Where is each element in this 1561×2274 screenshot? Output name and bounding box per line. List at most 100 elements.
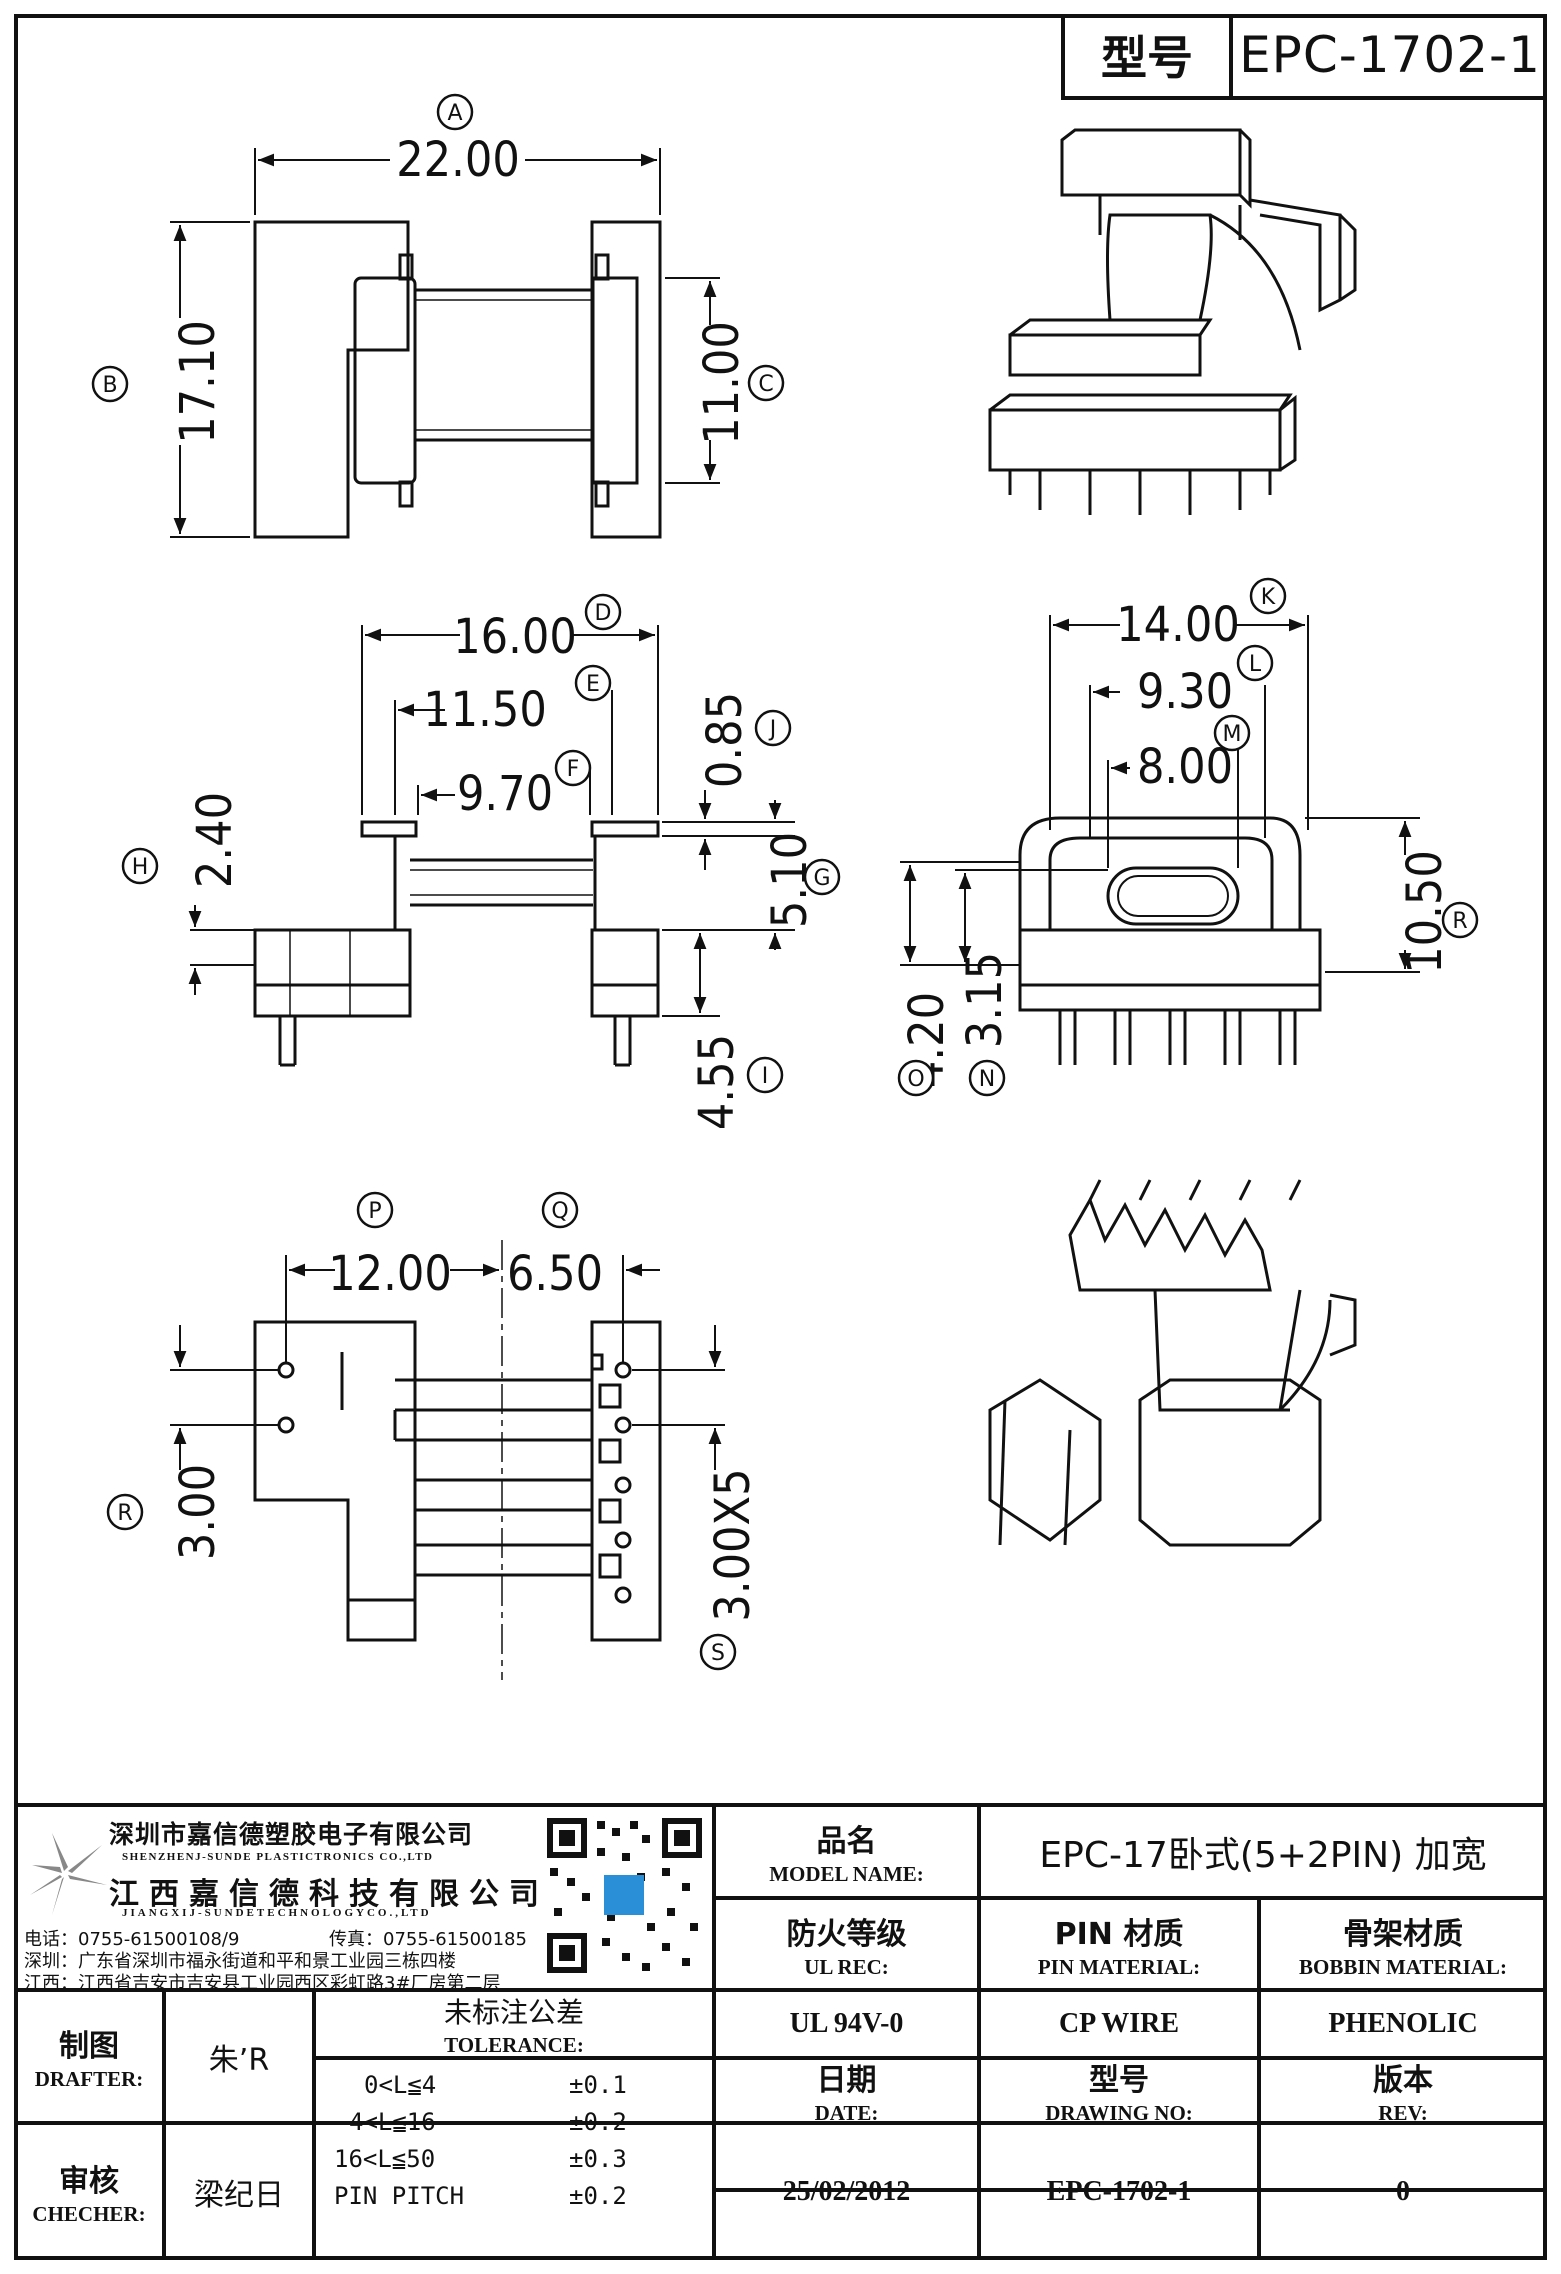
bottom-view [170,1240,725,1680]
tolerance-range-1: 0<L≦4 [364,2071,437,2099]
checker-label: 审核 CHECHER: [32,2164,146,2226]
rev-value: 0 [1396,2175,1410,2207]
dimension-value-s: 3.00X5 [705,1468,761,1621]
company-phone: 电话：0755-61500108/9 [24,1929,240,1950]
dimension-tag-i: I [746,1056,784,1094]
bobbin-material-label: 骨架材质 BOBBIN MATERIAL: [1299,1916,1507,1979]
svg-text:P: P [368,1199,381,1224]
drawing-no-value: EPC-1702-1 [1046,2175,1192,2207]
dimension-tag-p: P [356,1191,394,1229]
drafter-label: 制图 DRAFTER: [34,2029,144,2091]
dimension-tag-o: O [897,1059,935,1097]
dimension-value-d: 16.00 [453,609,577,665]
iso-view-2 [988,1179,1357,1547]
svg-text:C: C [758,372,773,397]
bobbin-material-value: PHENOLIC [1328,2008,1478,2039]
dimension-value-a: 22.00 [396,132,520,188]
company-name-jx: 江西嘉信德科技有限公司 [109,1877,549,1912]
svg-text:I: I [762,1064,769,1089]
dimension-tag-r2: R [106,1493,144,1531]
title-block: 深圳市嘉信德塑胶电子有限公司 SHENZHENJ-SUNDE PLASTICTR… [14,1803,1547,2260]
dimension-tag-d: D [584,593,622,631]
svg-text:H: H [132,855,149,880]
drafter-value: 朱’R [208,2042,270,2078]
svg-text:F: F [567,757,580,782]
model-header: 型号 EPC-1702-1 [1061,14,1547,100]
svg-text:R: R [1452,909,1467,934]
tolerance-range-2: 4<L≦16 [349,2108,436,2136]
svg-text:O: O [907,1067,924,1092]
dimension-tag-q: Q [541,1191,579,1229]
dimension-tag-s: S [699,1633,737,1671]
model-value: EPC-1702-1 [1239,26,1541,84]
svg-text:J: J [768,717,777,742]
dimension-tag-c: C [747,364,785,402]
svg-text:S: S [711,1641,725,1666]
svg-text:B: B [102,373,117,398]
side-view [900,615,1420,1065]
pin-material-label: PIN 材质 PIN MATERIAL: [1037,1916,1201,1979]
dimension-value-f: 9.70 [457,766,553,822]
dimension-value-j: 0.85 [697,692,753,788]
dimension-tag-r1: R [1441,901,1479,939]
model-label: 型号 [1065,14,1233,96]
tolerance-value-2: ±0.2 [569,2108,627,2136]
technical-drawing: 22.00 A 17.10 B 11.00 C 16.00D 11.50 E 9.70 F 0.85 J… [91,93,1479,1680]
company-info: 深圳市嘉信德塑胶电子有限公司 SHENZHENJ-SUNDE PLASTICTR… [14,1803,714,1994]
dimension-value-i: 4.55 [689,1034,745,1130]
company-name-sz-en: SHENZHENJ-SUNDE PLASTICTRONICS CO.,LTD [122,1851,434,1863]
tolerance-range-3: 16<L≦50 [334,2145,436,2173]
svg-text:E: E [586,672,600,697]
svg-text:R: R [117,1501,132,1526]
qr-code [542,1813,707,1978]
company-name-jx-en: JIANGXIJ-SUNDETECHNOLOGYCO.,LTD [122,1907,432,1919]
dimension-tag-m: M [1213,714,1251,752]
dimension-value-k: 14.00 [1116,597,1240,653]
dimension-value-l: 9.30 [1137,664,1233,720]
dimension-value-c: 11.00 [694,321,750,445]
date-label: 日期 DATE: [814,2063,879,2125]
svg-text:K: K [1261,585,1276,610]
dimension-tag-f: F [554,749,592,787]
svg-text:M: M [1223,722,1242,747]
dimension-value-b: 17.10 [170,320,226,444]
company-name-sz: 深圳市嘉信德塑胶电子有限公司 [109,1820,474,1849]
dimension-tag-b: B [91,365,129,403]
model-name-value: EPC-17卧式(5+2PIN) 加宽 [1039,1834,1487,1876]
date-value: 25/02/2012 [782,2175,911,2207]
company-address-sz: 深圳：广东省深圳市福永街道和平和景工业园三栋四楼 [24,1951,456,1972]
title-block-grid [14,1803,1547,2260]
iso-view-1 [988,128,1357,515]
dimension-tag-n: N [968,1059,1006,1097]
ul-label: 防火等级 UL REC: [786,1916,907,1979]
tolerance-value-3: ±0.3 [569,2145,627,2173]
svg-text:G: G [813,866,830,891]
rev-label: 版本 REV: [1373,2063,1433,2125]
dimension-value-n: 3.15 [957,952,1013,1048]
checker-value: 梁纪日 [194,2177,284,2213]
drawing-no-label: 型号 DRAWING NO: [1045,2063,1193,2125]
dimension-value-e: 11.50 [423,682,547,738]
dimension-tag-l: L [1236,644,1274,682]
dimension-tag-a: A [436,93,474,131]
svg-text:A: A [447,101,462,126]
svg-text:N: N [979,1067,995,1092]
tolerance-range-4: PIN PITCH [334,2182,465,2210]
company-logo [30,1833,107,1915]
svg-text:L: L [1249,652,1262,677]
company-address-jx: 江西：江西省吉安市吉安县工业园西区彩虹路3#厂房第二层 [24,1973,501,1994]
ul-value: UL 94V-0 [789,2008,904,2039]
model-name-label: 品名 MODEL NAME: [769,1824,924,1886]
front-view [188,625,795,1067]
dimension-value-q: 6.50 [507,1246,603,1302]
sheet-border [14,14,1547,2260]
dimension-tag-k: K [1249,577,1287,615]
dimension-tag-g: G [803,858,841,896]
tolerance-label: 未标注公差 TOLERANCE: [443,1995,584,2057]
dimension-value-h: 2.40 [187,792,243,888]
dimension-tag-j: J [754,709,792,747]
company-fax: 传真：0755-61500185 [329,1929,527,1950]
top-view [170,148,720,539]
